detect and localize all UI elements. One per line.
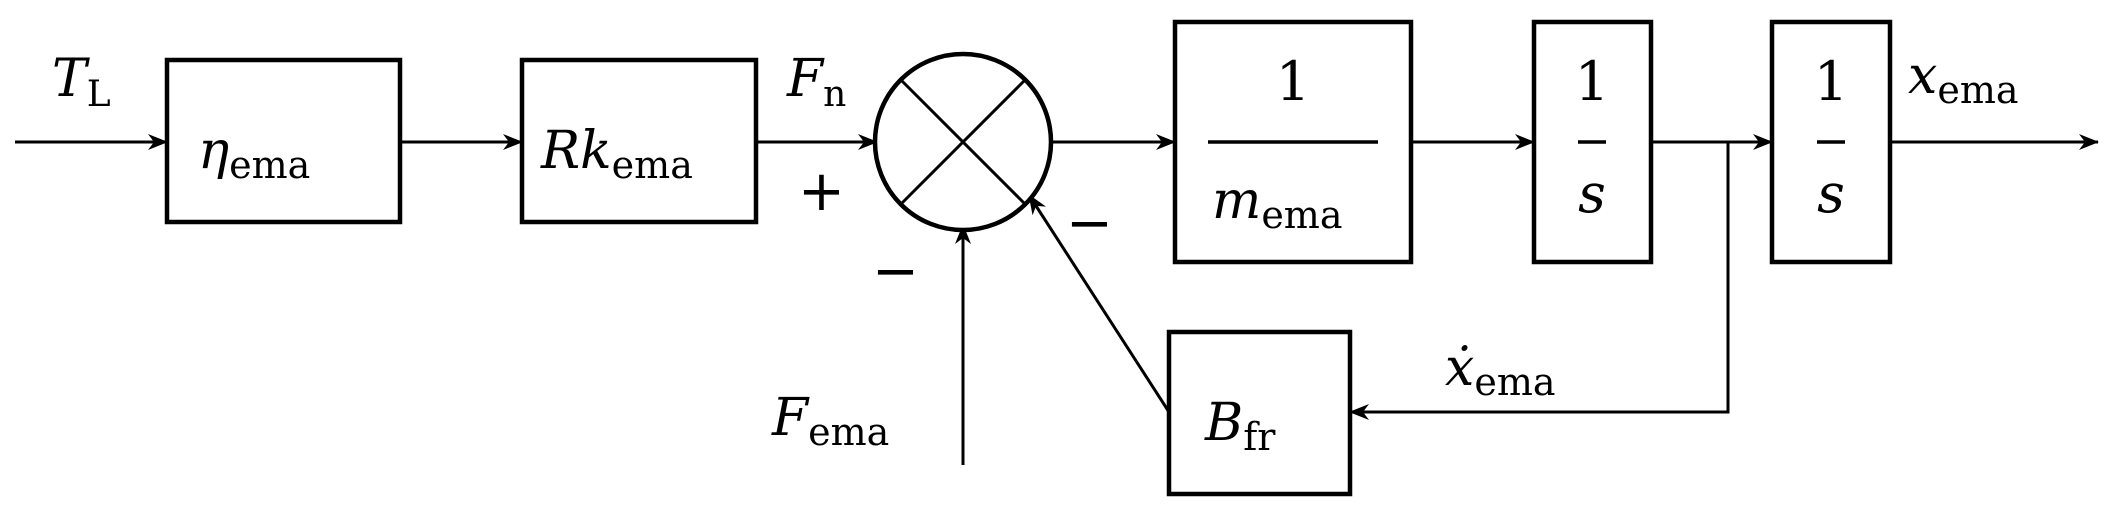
inverse-mass-block: 1 mema [1172, 19, 1414, 265]
minus-sign-feedback: − [1066, 191, 1113, 256]
signal-wires [15, 134, 2099, 465]
feedback-to-sum-arrow [1027, 194, 1171, 413]
net-force-label: Fn [786, 49, 846, 115]
integrator-2-denominator: s [1817, 162, 1845, 225]
input-label: TL [52, 49, 111, 115]
external-force-label: Fema [771, 388, 889, 454]
summing-junction [872, 51, 1054, 233]
inverse-mass-numerator: 1 [1276, 50, 1310, 113]
velocity-feedback-line [1349, 142, 1730, 420]
integrator-block-1: 1 s [1531, 19, 1654, 265]
gain-label: Rkema [540, 121, 693, 187]
integrator-1-denominator: s [1578, 162, 1606, 225]
integrator-block-2: 1 s [1769, 19, 1893, 265]
output-label: xema [1908, 46, 2019, 112]
friction-block: Bfr [1166, 329, 1353, 497]
integrator-1-numerator: 1 [1575, 50, 1609, 113]
friction-label: Bfr [1204, 393, 1276, 459]
efficiency-block: ηema [164, 57, 403, 225]
integrator-2-numerator: 1 [1814, 50, 1848, 113]
velocity-label: ẋema [1445, 338, 1556, 404]
plus-sign: + [798, 159, 845, 224]
gain-block: Rkema [519, 57, 759, 225]
minus-sign-bottom: − [872, 239, 919, 304]
inverse-mass-denominator: mema [1212, 171, 1343, 237]
efficiency-label: ηema [198, 121, 310, 187]
